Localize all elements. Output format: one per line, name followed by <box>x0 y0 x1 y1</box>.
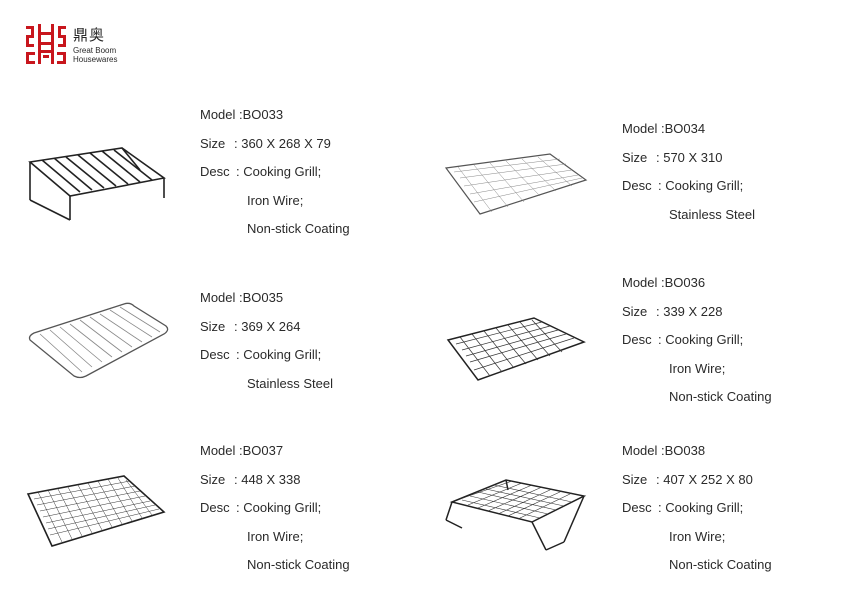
product-spec: Model : BO033 Size : 360 X 268 X 79 Desc:… <box>200 107 350 250</box>
model-value: BO038 <box>664 443 706 458</box>
desc-value: : Cooking Grill; <box>658 178 744 194</box>
brand-name-en: Great Boom Housewares <box>73 46 117 64</box>
product-spec: Model : BO035 Size : 369 X 264 Desc : Cook… <box>200 290 333 404</box>
size-line: Size : 448 X 338 <box>200 472 350 501</box>
brand-mark-icon <box>26 24 66 64</box>
model-label: Model : <box>200 290 243 305</box>
model-label: Model : <box>622 443 665 458</box>
size-line: Size : 339 X 228 <box>622 304 772 333</box>
size-label: Size <box>200 318 226 334</box>
desc-value: : Cooking Grill; <box>236 500 322 516</box>
model-line: Model : BO037 <box>200 443 350 472</box>
desc-label: Desc <box>200 164 230 180</box>
brand-name-cn: 鼎奥 <box>73 26 106 44</box>
size-label: Size <box>622 471 648 487</box>
model-value: BO035 <box>242 290 284 305</box>
brand-name-en-line1: Great Boom <box>73 46 117 55</box>
size-value: : 339 X 228 <box>656 303 723 319</box>
raised-wire-rack-icon <box>28 147 166 221</box>
desc-label: Desc <box>200 347 230 363</box>
desc-line: Desc : Cooking Grill; <box>622 178 755 207</box>
size-value: : 360 X 268 X 79 <box>234 135 331 151</box>
model-line: Model : BO038 <box>622 443 772 472</box>
desc-value: Stainless Steel <box>247 375 333 391</box>
size-value: : 369 X 264 <box>234 318 301 334</box>
desc-value: Non-stick Coating <box>669 389 772 405</box>
model-line: Model : BO036 <box>622 275 772 304</box>
model-label: Model : <box>200 107 243 122</box>
desc-value: Iron Wire; <box>669 360 726 376</box>
desc-value: Non-stick Coating <box>247 557 350 573</box>
desc-value: Iron Wire; <box>669 528 726 544</box>
stainless-grid-rack-icon <box>444 153 588 215</box>
desc-value: : Cooking Grill; <box>658 332 744 348</box>
product-spec: Model : BO034 Size : 570 X 310 Desc : Cook… <box>622 121 755 235</box>
brand-logo: 鼎奥 Great Boom Housewares <box>26 24 126 66</box>
folding-leg-rack-icon <box>445 479 587 551</box>
model-line: Model : BO033 <box>200 107 350 136</box>
model-value: BO036 <box>664 275 706 290</box>
product-spec: Model : BO036 Size : 339 X 228 Desc : Cook… <box>622 275 772 418</box>
brand-name-en-line2: Housewares <box>73 55 118 64</box>
size-value: : 570 X 310 <box>656 149 723 165</box>
size-line: Size : 369 X 264 <box>200 319 333 348</box>
desc-value: Non-stick Coating <box>247 221 350 237</box>
rounded-wire-rack-icon <box>28 302 169 379</box>
desc-line: Desc : Cooking Grill; <box>200 347 333 376</box>
model-value: BO037 <box>242 443 284 458</box>
product-spec: Model : BO037 Size : 448 X 338 Desc : Cook… <box>200 443 350 586</box>
desc-value: Non-stick Coating <box>669 557 772 573</box>
desc-label: Desc <box>622 178 652 194</box>
desc-value: Iron Wire; <box>247 528 304 544</box>
size-label: Size <box>200 471 226 487</box>
fine-mesh-rack-icon <box>26 475 166 547</box>
size-label: Size <box>200 135 226 151</box>
size-value: : 448 X 338 <box>234 471 301 487</box>
model-value: BO034 <box>664 121 706 136</box>
size-line: Size : 407 X 252 X 80 <box>622 472 772 501</box>
model-value: BO033 <box>242 107 284 122</box>
desc-line: Desc : Cooking Grill; <box>622 500 772 529</box>
desc-value: Iron Wire; <box>247 192 304 208</box>
size-line: Size : 360 X 268 X 79 <box>200 136 350 165</box>
desc-line: Desc : Cooking Grill; <box>200 164 350 193</box>
black-grid-rack-icon <box>446 317 586 381</box>
product-spec: Model : BO038 Size : 407 X 252 X 80 Desc:… <box>622 443 772 586</box>
desc-line: Desc : Cooking Grill; <box>622 332 772 361</box>
desc-label: Desc <box>200 500 230 516</box>
model-label: Model : <box>200 443 243 458</box>
desc-label: Desc <box>622 500 652 516</box>
size-line: Size : 570 X 310 <box>622 150 755 179</box>
desc-value: Stainless Steel <box>669 206 755 222</box>
size-label: Size <box>622 303 648 319</box>
size-label: Size <box>622 149 648 165</box>
model-line: Model : BO035 <box>200 290 333 319</box>
model-label: Model : <box>622 275 665 290</box>
desc-value: : Cooking Grill; <box>236 347 322 363</box>
desc-value: : Cooking Grill; <box>658 500 744 516</box>
model-line: Model : BO034 <box>622 121 755 150</box>
desc-label: Desc <box>622 332 652 348</box>
size-value: : 407 X 252 X 80 <box>656 471 753 487</box>
model-label: Model : <box>622 121 665 136</box>
desc-value: : Cooking Grill; <box>236 164 322 180</box>
desc-line: Desc : Cooking Grill; <box>200 500 350 529</box>
